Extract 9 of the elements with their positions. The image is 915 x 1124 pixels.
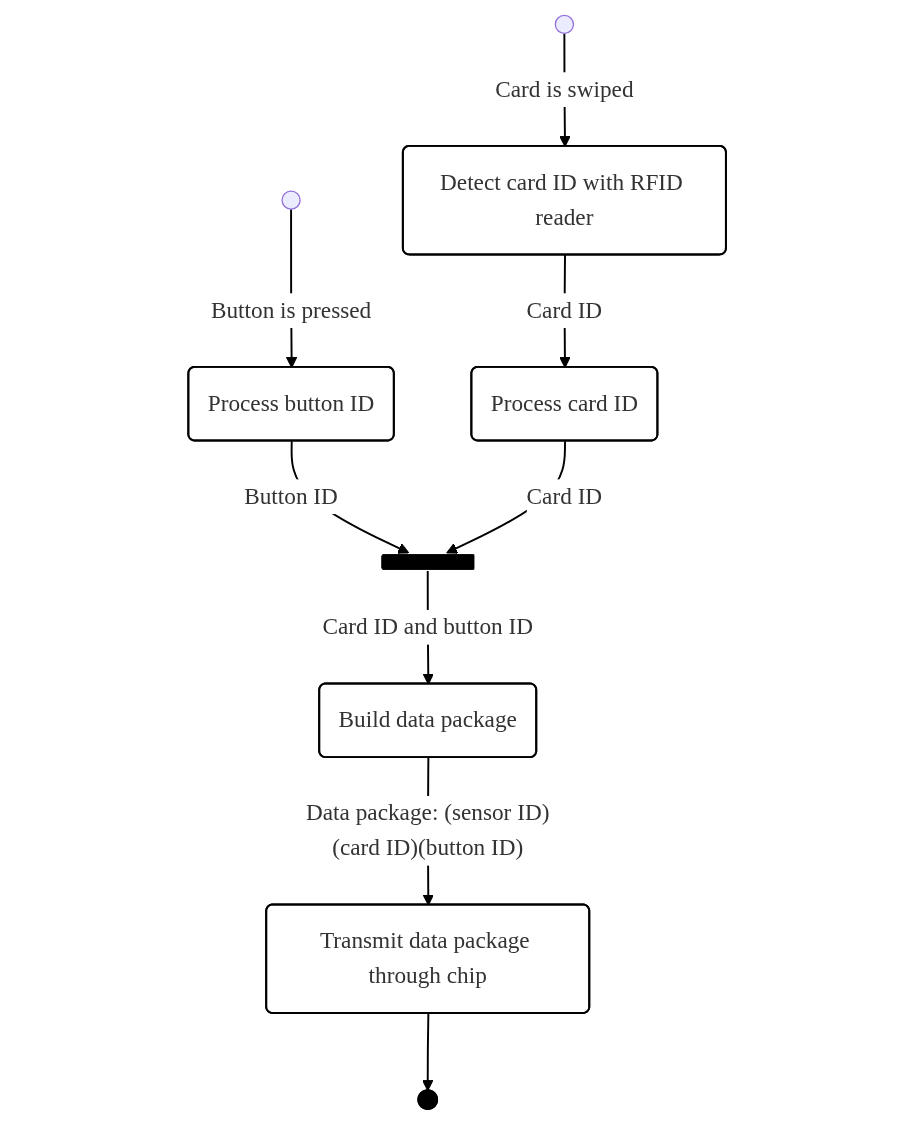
edge-label: Card ID	[526, 297, 603, 323]
edge-label: Card is swiped	[495, 76, 634, 102]
node-circle	[281, 190, 302, 210]
edge-label: Card ID	[526, 483, 603, 510]
edge-label: Data package: (sensor ID)(card ID)(button ID)	[306, 799, 550, 861]
edge-label: Button ID	[244, 483, 339, 510]
edge-label: Card ID and button ID	[322, 613, 534, 640]
edge-label: Button is pressed	[211, 297, 372, 323]
node-circle	[555, 14, 575, 35]
